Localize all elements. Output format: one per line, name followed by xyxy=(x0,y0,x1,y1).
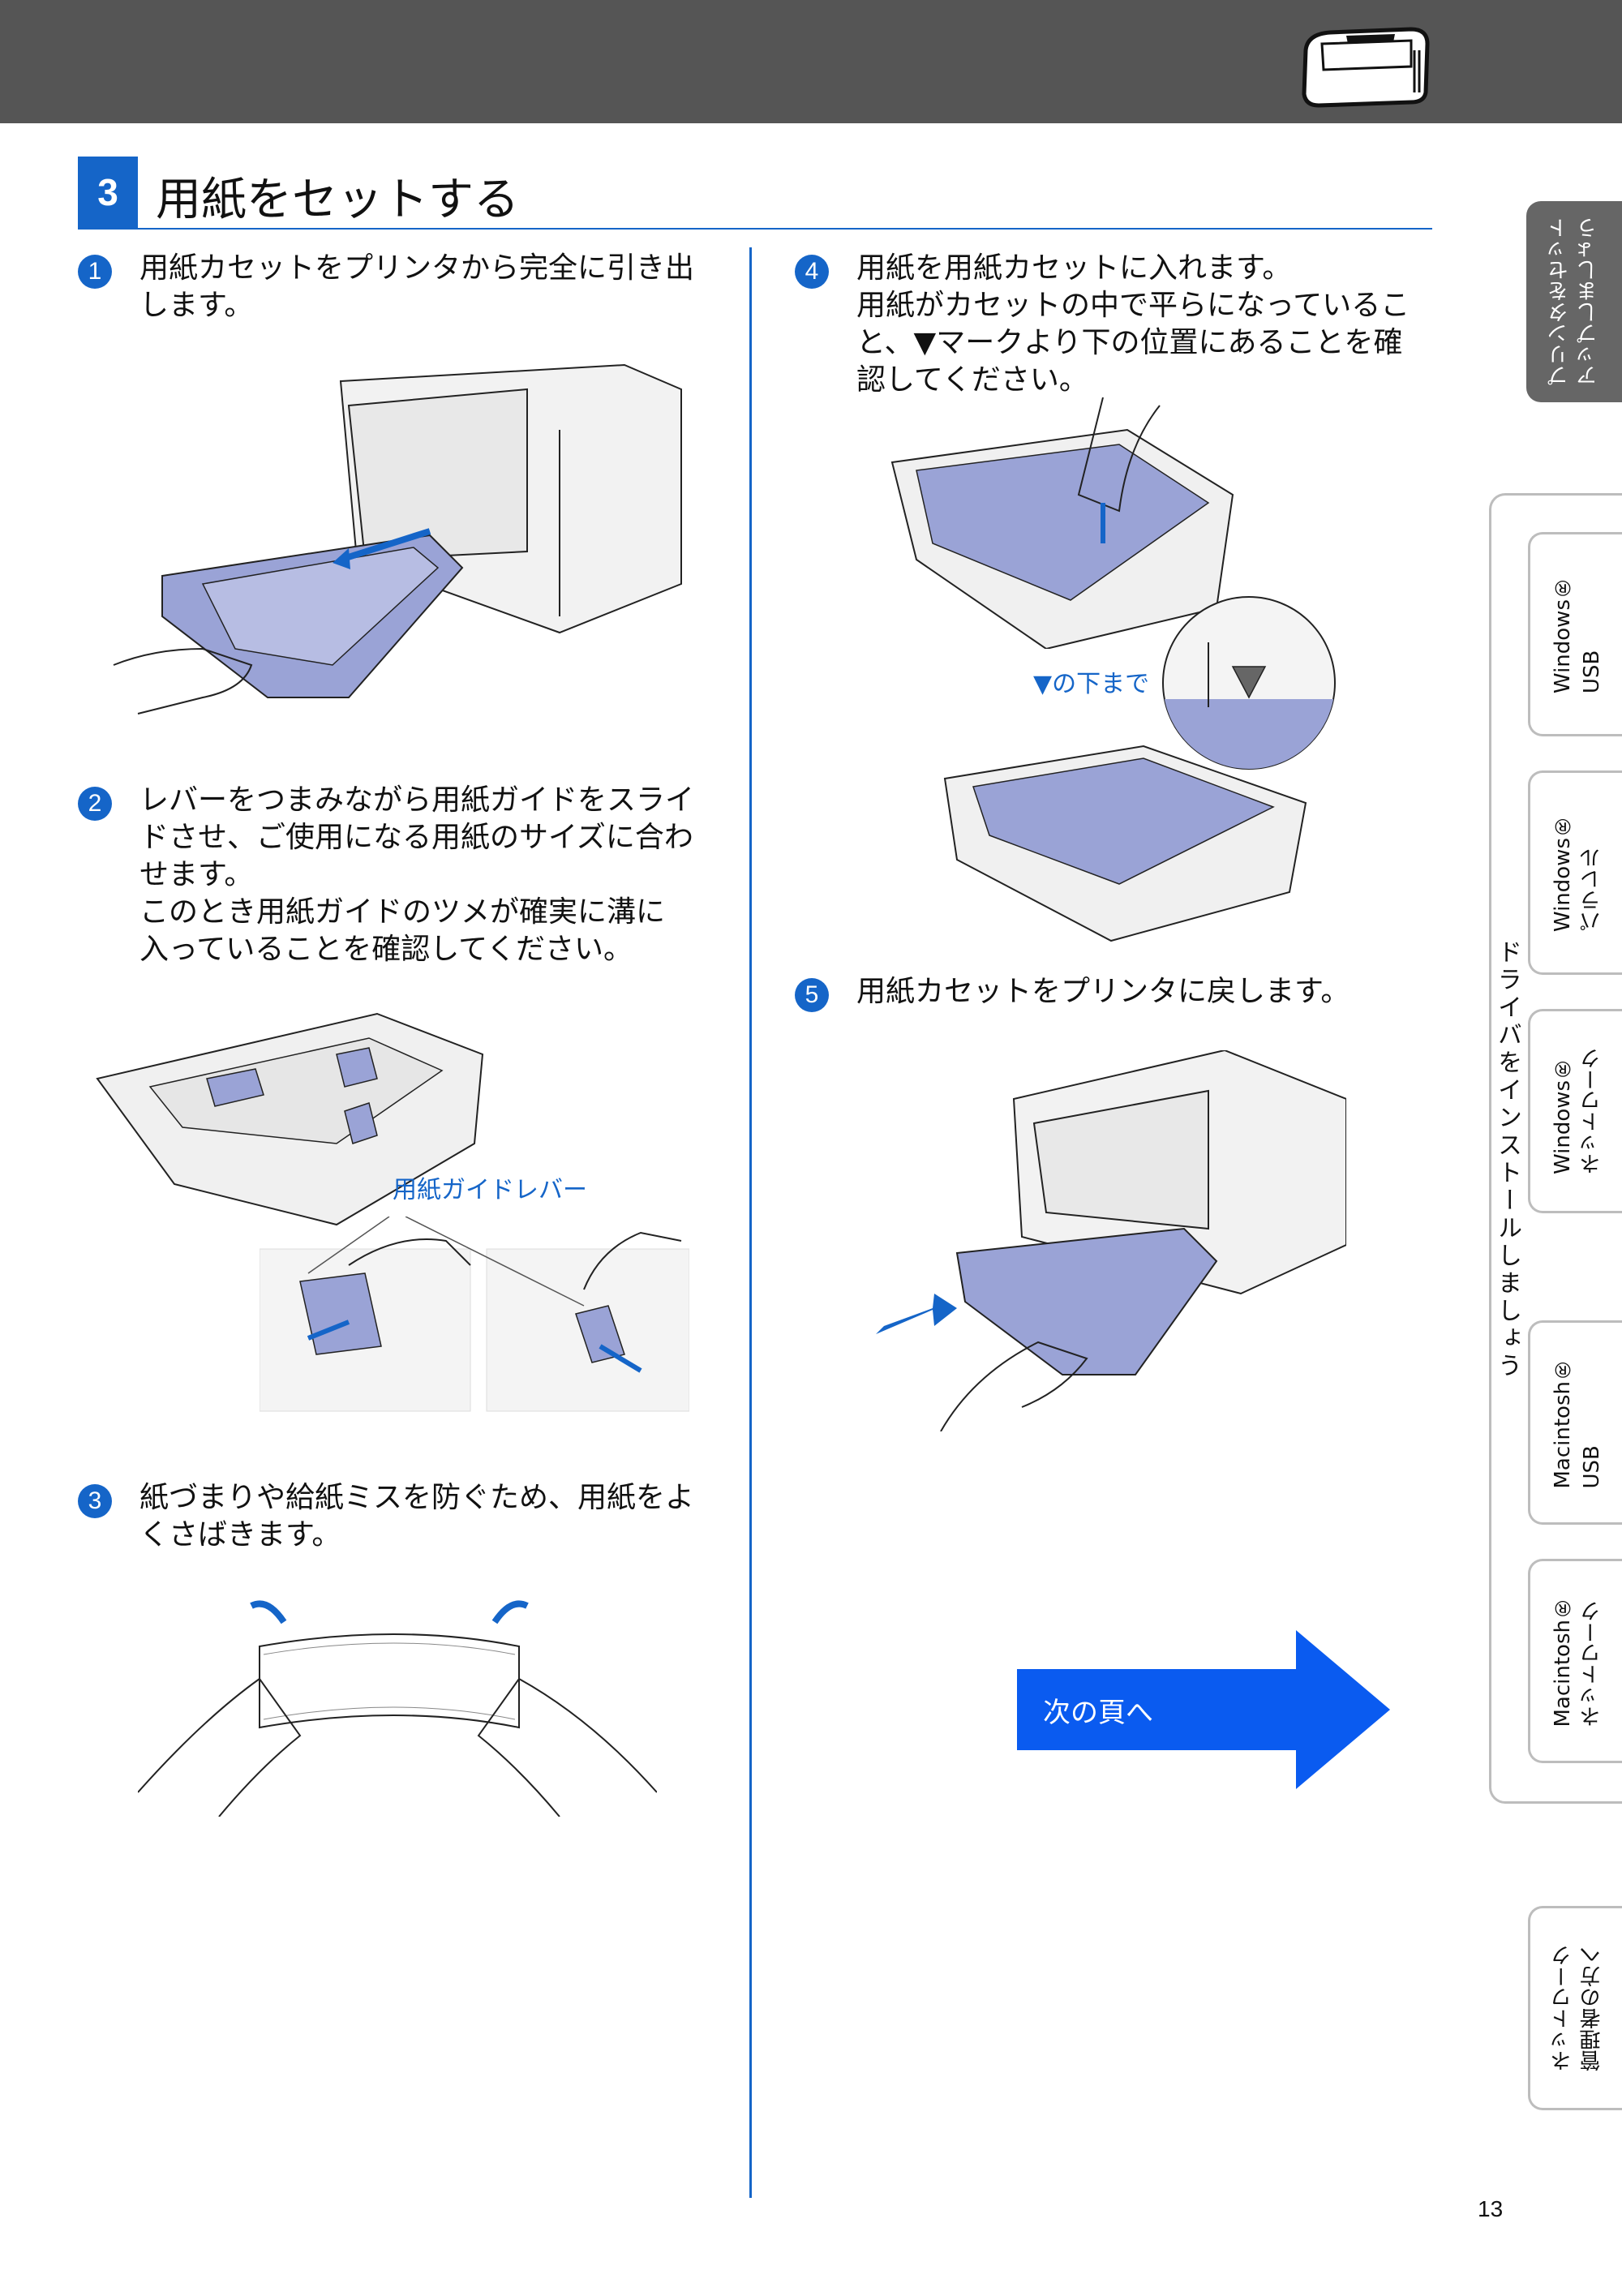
illustration-load-paper xyxy=(890,397,1234,649)
tab-label: ネットワーク 管理者の方へ xyxy=(1551,1945,1604,2071)
next-page-arrow[interactable] xyxy=(1017,1630,1390,1789)
caption-guide-lever: 用紙ガイドレバー xyxy=(393,1176,587,1204)
column-divider xyxy=(749,247,752,2198)
illustration-guide-lever-detail xyxy=(260,1217,689,1412)
section-header: 3 用紙をセットする xyxy=(78,157,1432,230)
section-rule xyxy=(78,228,1432,230)
step-1: 1 用紙カセットをプリンタから完全に引き出 します。 xyxy=(78,251,727,336)
step-text: 用紙カセットをプリンタから完全に引き出 します。 xyxy=(139,251,695,322)
tab-windows-usb[interactable]: Windows® USB xyxy=(1528,532,1622,736)
illustration-insert-tray xyxy=(876,1050,1346,1431)
tab-macintosh-usb[interactable]: Macintosh® USB xyxy=(1528,1320,1622,1525)
step-text: レバーをつまみながら用紙ガイドをスライ ドさせ、ご使用になる用紙のサイズに合わ … xyxy=(139,783,695,966)
illustration-fan-paper xyxy=(138,1600,657,1817)
next-page-label[interactable]: 次の頁へ xyxy=(1043,1697,1153,1729)
tab-label: Windows® USB xyxy=(1551,574,1604,694)
page-number: 13 xyxy=(1478,2196,1504,2221)
illustration-paper-tray-guides xyxy=(96,1012,484,1226)
driver-install-group xyxy=(1489,493,1622,1804)
caption-mark-below: ▼の下まで xyxy=(1033,670,1150,698)
tab-label: プリンタをセット アップしましょう xyxy=(1547,217,1601,386)
step-number: 2 xyxy=(78,787,112,821)
tab-label: Windows® ネットワーク xyxy=(1551,1048,1604,1174)
tab-label: Macintosh® ネットワーク xyxy=(1551,1594,1604,1727)
step-5: 5 用紙カセットをプリンタに戻します。 xyxy=(795,975,1444,1027)
driver-install-label: ドライバをインストールしましょう xyxy=(1493,939,1521,1380)
tab-label: Macintosh® USB xyxy=(1551,1356,1604,1489)
printer-icon xyxy=(1302,27,1430,108)
step-text: 紙づまりや給紙ミスを防ぐため、用紙をよ くさばきます。 xyxy=(139,1481,695,1551)
step-number: 4 xyxy=(795,255,829,289)
step-4: 4 用紙を用紙カセットに入れます。 用紙がカセットの中で平らになっているこ と、… xyxy=(795,251,1444,417)
tab-windows-parallel[interactable]: Windows® パラレル xyxy=(1528,770,1622,975)
illustration-mark-detail xyxy=(1162,596,1336,770)
tab-windows-network[interactable]: Windows® ネットワーク xyxy=(1528,1009,1622,1213)
step-number: 5 xyxy=(795,978,829,1012)
tab-network-admin[interactable]: ネットワーク 管理者の方へ xyxy=(1528,1906,1622,2110)
step-text: 用紙カセットをプリンタに戻します。 xyxy=(856,975,1350,1008)
step-text: 用紙を用紙カセットに入れます。 用紙がカセットの中で平らになっているこ と、▼マ… xyxy=(856,251,1410,397)
tab-printer-setup[interactable]: プリンタをセット アップしましょう xyxy=(1526,201,1622,402)
section-number: 3 xyxy=(78,157,138,228)
section-title: 用紙をセットする xyxy=(156,174,519,226)
tab-label: Windows® パラレル xyxy=(1551,813,1604,933)
step-3: 3 紙づまりや給紙ミスを防ぐため、用紙をよ くさばきます。 xyxy=(78,1481,727,1565)
step-number: 3 xyxy=(78,1484,112,1518)
tab-macintosh-network[interactable]: Macintosh® ネットワーク xyxy=(1528,1559,1622,1763)
step-number: 1 xyxy=(78,255,112,289)
step-2: 2 レバーをつまみながら用紙ガイドをスライ ドさせ、ご使用になる用紙のサイズに合… xyxy=(78,783,727,981)
illustration-tray-full xyxy=(943,745,1307,942)
illustration-pull-out-tray xyxy=(113,363,682,715)
